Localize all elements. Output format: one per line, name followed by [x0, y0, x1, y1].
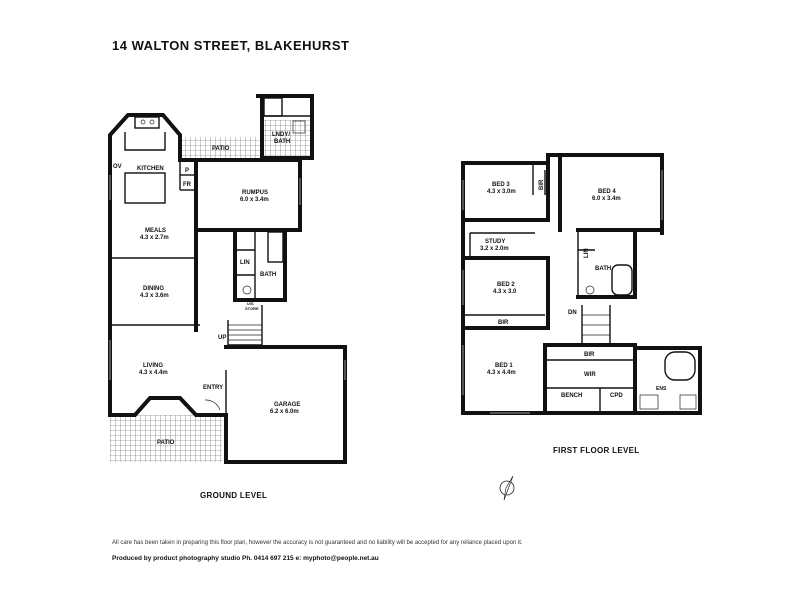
- disclaimer-text: All care has been taken in preparing thi…: [112, 540, 523, 546]
- kitchen-label: KITCHEN: [137, 166, 164, 172]
- oven-label: OV: [113, 164, 122, 170]
- producer-credit: Produced by product photography studio P…: [112, 555, 379, 562]
- pantry-label: P: [185, 168, 189, 174]
- stairs-up-label: UP: [218, 335, 226, 341]
- laundry-bath-label: BATH: [274, 139, 290, 145]
- entry-label: ENTRY: [203, 385, 223, 391]
- bed3-label: BED 3: [492, 182, 510, 188]
- first-floor-plan: [461, 153, 702, 415]
- study-label: STUDY: [485, 239, 505, 245]
- bed2-label: BED 2: [497, 282, 515, 288]
- meals-dimensions: 4.3 x 2.7m: [140, 235, 169, 241]
- page-title: 14 WALTON STREET, BLAKEHURST: [112, 38, 350, 53]
- understair-label: U/S: [247, 301, 254, 306]
- north-arrow-icon: [499, 475, 515, 501]
- garage-dimensions: 6.2 x 6.0m: [270, 409, 299, 415]
- living-label: LIVING: [143, 363, 163, 369]
- storage-label: STORE: [245, 306, 259, 311]
- laundry-tiles: [262, 120, 310, 160]
- bed1-dimensions: 4.3 x 4.4m: [487, 370, 516, 376]
- bed3-dimensions: 4.3 x 3.0m: [487, 189, 516, 195]
- bed1-label: BED 1: [495, 363, 513, 369]
- bed2-bir-label: BIR: [498, 320, 509, 326]
- patio-bottom-label: PATIO: [157, 440, 175, 446]
- stairs-down-label: DN: [568, 310, 577, 316]
- bed4-label: BED 4: [598, 189, 616, 195]
- bath-first-label: BATH: [595, 266, 611, 272]
- dining-label: DINING: [143, 286, 164, 292]
- first-floor-level-label: FIRST FLOOR LEVEL: [553, 446, 640, 455]
- dining-dimensions: 4.3 x 3.6m: [140, 293, 169, 299]
- ground-level-plan: [108, 94, 347, 464]
- wir-label: WIR: [584, 372, 596, 378]
- bed3-bir-label: BIR: [539, 179, 545, 190]
- fridge-label: FR: [183, 182, 192, 188]
- cupboard-label: CPD: [610, 393, 623, 399]
- bed4-dimensions: 6.0 x 3.4m: [592, 196, 621, 202]
- living-dimensions: 4.3 x 4.4m: [139, 370, 168, 376]
- rumpus-label: RUMPUS: [242, 190, 268, 196]
- rumpus-dimensions: 6.0 x 3.4m: [240, 197, 269, 203]
- linen-label: LIN: [240, 260, 250, 266]
- study-dimensions: 3.2 x 2.0m: [480, 246, 509, 252]
- bed2-dimensions: 4.3 x 3.0: [493, 289, 517, 295]
- bed1-bir-label: BIR: [584, 352, 595, 358]
- meals-label: MEALS: [145, 228, 166, 234]
- bench-label: BENCH: [561, 393, 582, 399]
- patio-top-label: PATIO: [212, 146, 230, 152]
- patio-bottom-tiles: [110, 415, 222, 462]
- laundry-label: LNDY/: [272, 132, 290, 138]
- ground-level-label: GROUND LEVEL: [200, 491, 268, 500]
- garage-label: GARAGE: [274, 402, 300, 408]
- patio-top-tiles: [180, 137, 262, 159]
- bath-label: BATH: [260, 272, 276, 278]
- linen-first-label: LIN: [584, 248, 590, 258]
- ensuite-label: ENS: [656, 386, 667, 392]
